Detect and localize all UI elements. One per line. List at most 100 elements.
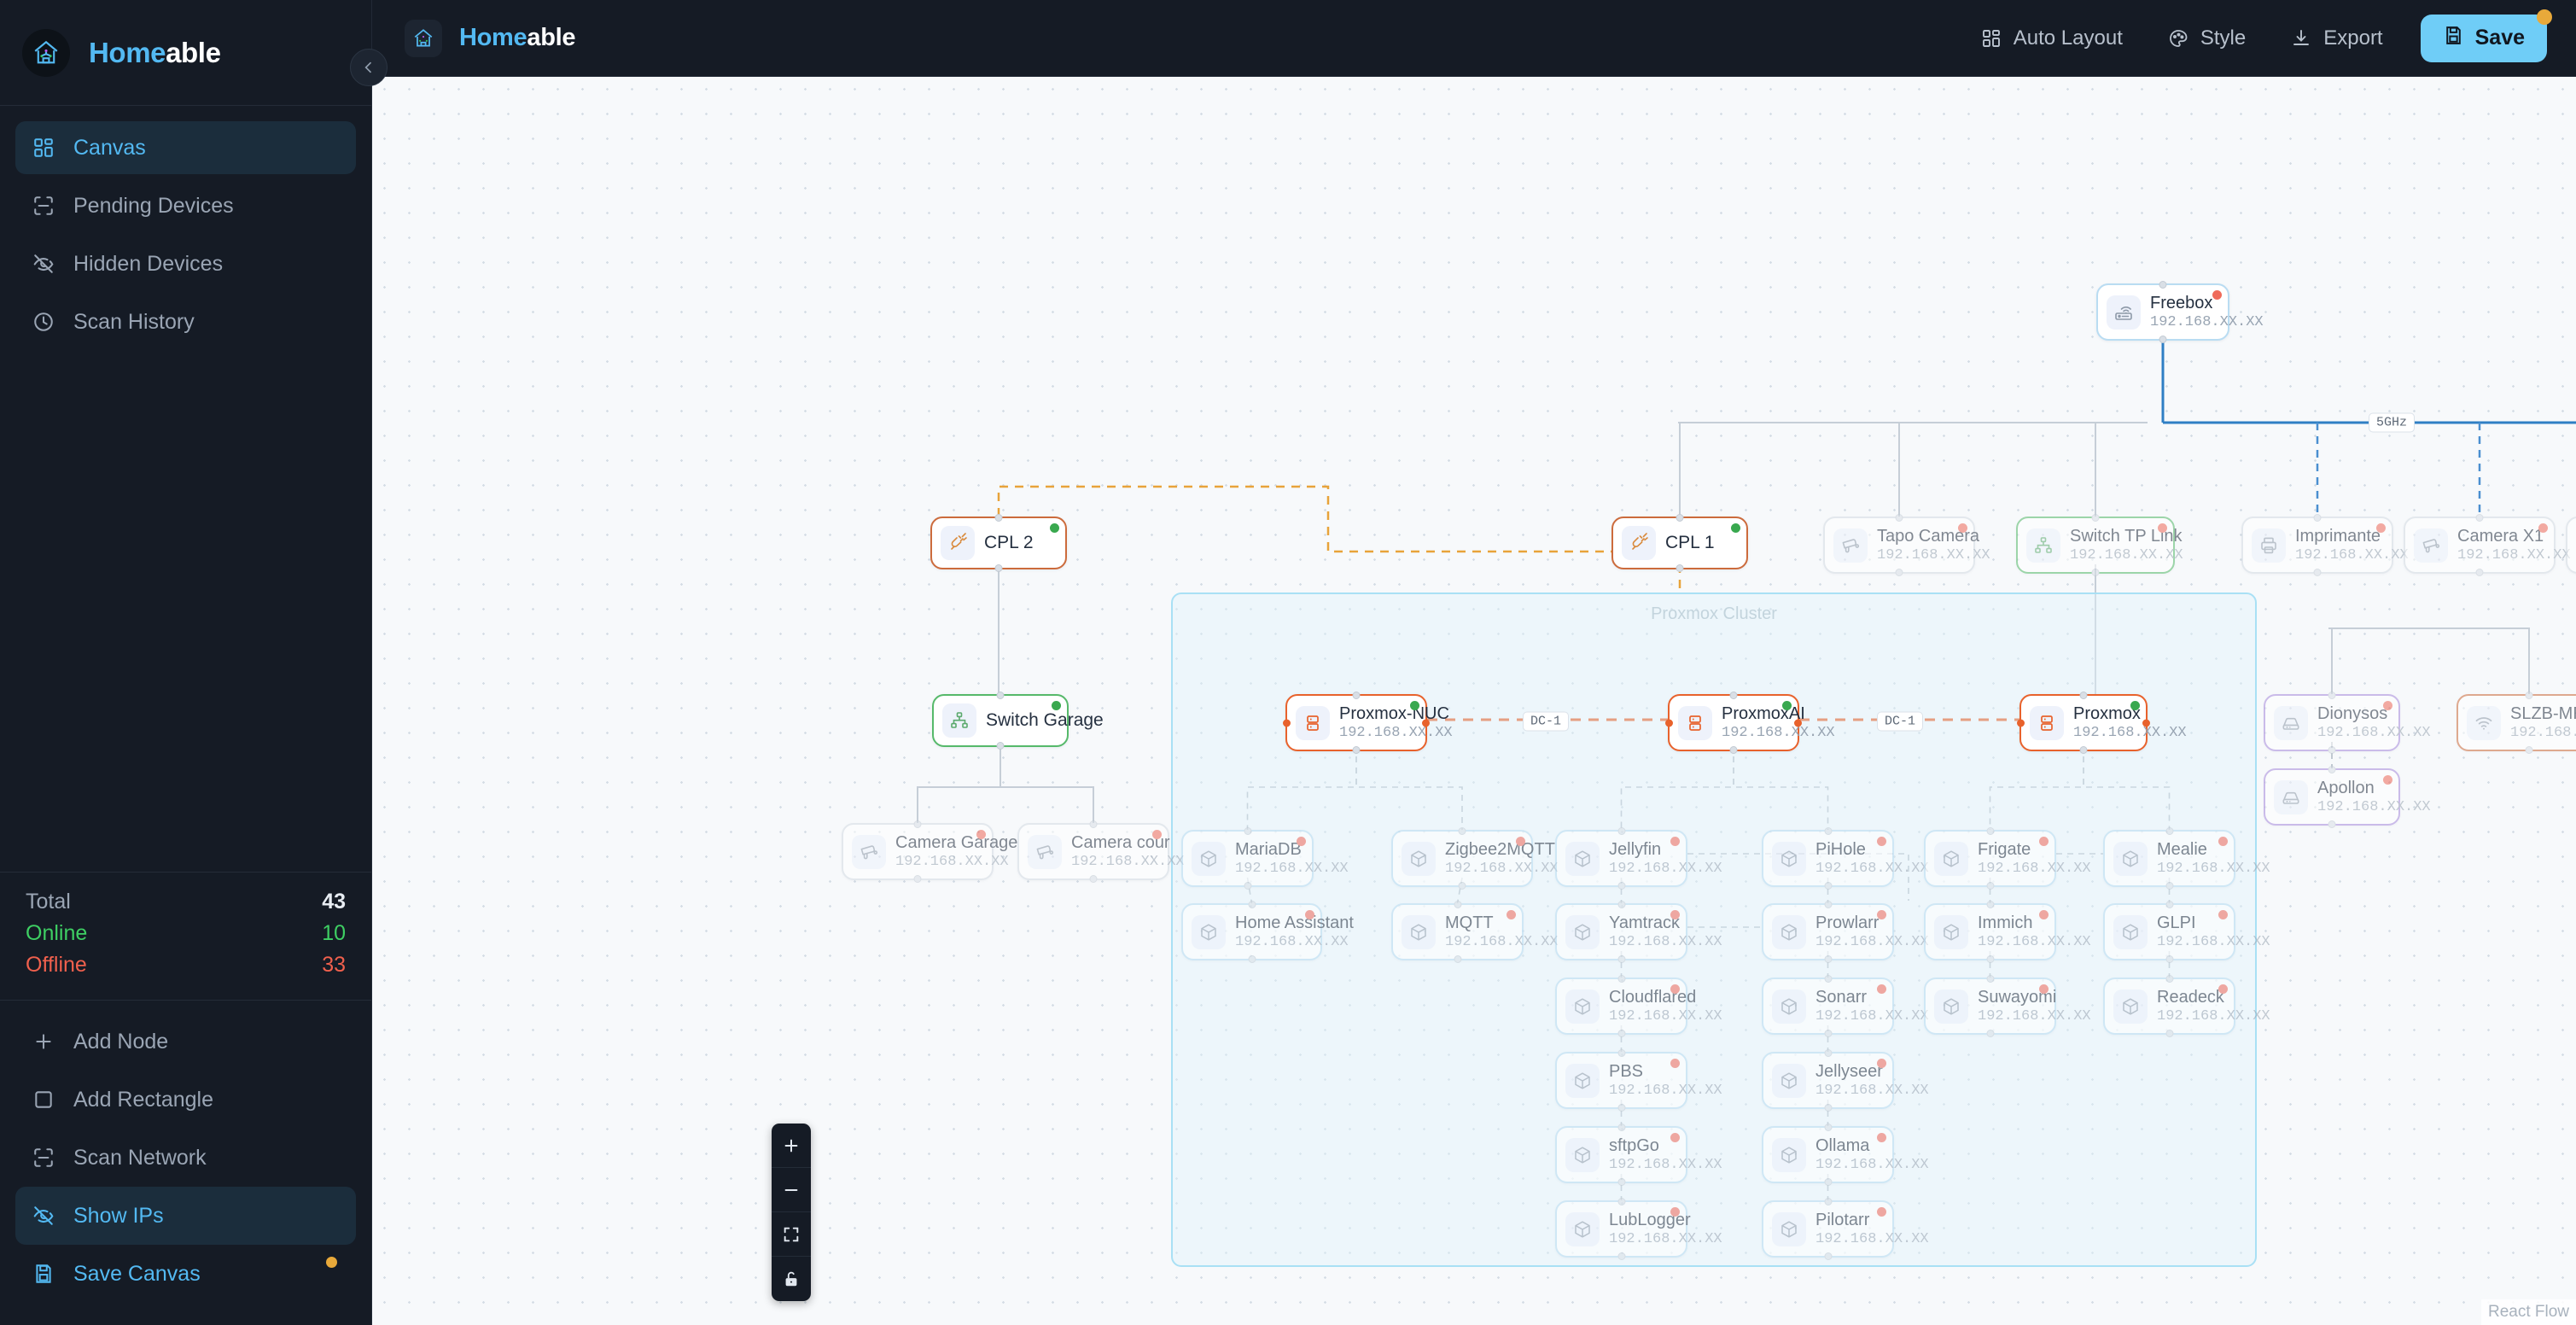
add-node-button[interactable]: Add Node bbox=[15, 1013, 356, 1071]
network-canvas[interactable]: Proxmox Cluster Freebox192.168.XX.XXCPL … bbox=[372, 77, 2576, 1325]
edge-label[interactable]: DC-1 bbox=[1877, 712, 1923, 732]
device-node[interactable]: MQTT192.168.XX.XX bbox=[1391, 903, 1524, 960]
connection-handle[interactable] bbox=[1824, 975, 1832, 983]
connection-handle[interactable] bbox=[1248, 901, 1256, 908]
toggle-interactivity-button[interactable] bbox=[772, 1257, 811, 1301]
connection-handle[interactable] bbox=[1617, 975, 1625, 983]
connection-handle[interactable] bbox=[1730, 692, 1738, 699]
device-node[interactable]: Proxmox-NUC192.168.XX.XX bbox=[1285, 694, 1427, 751]
connection-handle[interactable] bbox=[2017, 719, 2025, 727]
connection-handle[interactable] bbox=[1617, 1124, 1625, 1131]
connection-handle[interactable] bbox=[1422, 719, 1430, 727]
device-node[interactable]: Freebox192.168.XX.XX bbox=[2096, 283, 2229, 341]
zoom-in-button[interactable] bbox=[772, 1124, 811, 1168]
device-node[interactable]: Camera cour192.168.XX.XX bbox=[1017, 823, 1169, 880]
device-node[interactable]: PBS192.168.XX.XX bbox=[1555, 1052, 1687, 1109]
connection-handle[interactable] bbox=[1617, 955, 1625, 963]
connection-handle[interactable] bbox=[1244, 827, 1251, 835]
connection-handle[interactable] bbox=[2165, 901, 2173, 908]
device-node[interactable]: Cloudflared192.168.XX.XX bbox=[1555, 978, 1687, 1035]
connection-handle[interactable] bbox=[1353, 692, 1361, 699]
device-node[interactable]: ProxmoxAI192.168.XX.XX bbox=[1668, 694, 1799, 751]
connection-handle[interactable] bbox=[1986, 955, 1994, 963]
connection-handle[interactable] bbox=[2092, 514, 2100, 522]
zoom-out-button[interactable] bbox=[772, 1168, 811, 1212]
device-node[interactable]: Switch Garage bbox=[932, 694, 1069, 747]
device-node[interactable]: Suwayomi192.168.XX.XX bbox=[1924, 978, 2056, 1035]
connection-handle[interactable] bbox=[1986, 901, 1994, 908]
connection-handle[interactable] bbox=[1896, 569, 1903, 576]
connection-handle[interactable] bbox=[997, 742, 1005, 750]
connection-handle[interactable] bbox=[2159, 336, 2167, 343]
connection-handle[interactable] bbox=[2328, 820, 2336, 828]
connection-handle[interactable] bbox=[1617, 901, 1625, 908]
edge-label[interactable]: DC-1 bbox=[1523, 712, 1569, 732]
connection-handle[interactable] bbox=[1459, 827, 1466, 835]
connection-handle[interactable] bbox=[1617, 827, 1625, 835]
device-node[interactable]: Immich192.168.XX.XX bbox=[1924, 903, 2056, 960]
connection-handle[interactable] bbox=[2092, 569, 2100, 576]
connection-handle[interactable] bbox=[2165, 975, 2173, 983]
connection-handle[interactable] bbox=[1353, 746, 1361, 754]
sidebar-item-hidden-devices[interactable]: Hidden Devices bbox=[15, 237, 356, 290]
connection-handle[interactable] bbox=[2526, 692, 2533, 699]
add-rectangle-button[interactable]: Add Rectangle bbox=[15, 1071, 356, 1129]
connection-handle[interactable] bbox=[1824, 1124, 1832, 1131]
connection-handle[interactable] bbox=[1824, 1178, 1832, 1186]
sidebar-item-pending-devices[interactable]: Pending Devices bbox=[15, 179, 356, 232]
connection-handle[interactable] bbox=[1617, 1178, 1625, 1186]
react-flow-attribution[interactable]: React Flow bbox=[2481, 1299, 2576, 1325]
connection-handle[interactable] bbox=[2080, 746, 2088, 754]
device-node[interactable]: SLZB-MR1 ZB192.168.XX.XX bbox=[2457, 694, 2576, 751]
device-node[interactable]: CPL 2 bbox=[930, 517, 1067, 569]
device-node[interactable]: Switch TP Link192.168.XX.XX bbox=[2016, 517, 2175, 574]
device-node[interactable]: Proxmox192.168.XX.XX bbox=[2019, 694, 2148, 751]
device-node[interactable]: PiHole192.168.XX.XX bbox=[1762, 830, 1894, 887]
scan-network-button[interactable]: Scan Network bbox=[15, 1129, 356, 1187]
save-button[interactable]: Save bbox=[2421, 15, 2547, 62]
device-node[interactable]: LubLogger192.168.XX.XX bbox=[1555, 1200, 1687, 1258]
device-node[interactable]: Zigbee2MQTT192.168.XX.XX bbox=[1391, 830, 1533, 887]
connection-handle[interactable] bbox=[2476, 569, 2484, 576]
connection-handle[interactable] bbox=[1090, 820, 1098, 828]
connection-handle[interactable] bbox=[1986, 1030, 1994, 1037]
connection-handle[interactable] bbox=[1730, 746, 1738, 754]
device-node[interactable]: CPL 1 bbox=[1611, 517, 1748, 569]
connection-handle[interactable] bbox=[1090, 875, 1098, 883]
device-node[interactable]: sftpGo192.168.XX.XX bbox=[1555, 1126, 1687, 1183]
connection-handle[interactable] bbox=[2165, 882, 2173, 890]
connection-handle[interactable] bbox=[2165, 827, 2173, 835]
device-node[interactable]: Dionysos192.168.XX.XX bbox=[2264, 694, 2400, 751]
device-node[interactable]: Jellyfin192.168.XX.XX bbox=[1555, 830, 1687, 887]
edge-label[interactable]: 5GHz bbox=[2369, 413, 2415, 433]
connection-handle[interactable] bbox=[2476, 514, 2484, 522]
connection-handle[interactable] bbox=[914, 875, 922, 883]
connection-handle[interactable] bbox=[1824, 827, 1832, 835]
device-node[interactable]: Camera X2192.168.XX.XX bbox=[2566, 517, 2576, 574]
connection-handle[interactable] bbox=[1283, 719, 1291, 727]
connection-handle[interactable] bbox=[2328, 692, 2336, 699]
connection-handle[interactable] bbox=[2328, 766, 2336, 773]
device-node[interactable]: Pilotarr192.168.XX.XX bbox=[1762, 1200, 1894, 1258]
sidebar-collapse-button[interactable] bbox=[350, 49, 388, 86]
connection-handle[interactable] bbox=[2165, 955, 2173, 963]
save-canvas-button[interactable]: Save Canvas bbox=[15, 1245, 356, 1303]
device-node[interactable]: Tapo Camera192.168.XX.XX bbox=[1823, 517, 1975, 574]
device-node[interactable]: Mealie192.168.XX.XX bbox=[2103, 830, 2235, 887]
connection-handle[interactable] bbox=[1986, 975, 1994, 983]
device-node[interactable]: Camera X1192.168.XX.XX bbox=[2404, 517, 2556, 574]
device-node[interactable]: GLPI192.168.XX.XX bbox=[2103, 903, 2235, 960]
connection-handle[interactable] bbox=[1617, 1049, 1625, 1057]
connection-handle[interactable] bbox=[1896, 514, 1903, 522]
device-node[interactable]: MariaDB192.168.XX.XX bbox=[1181, 830, 1314, 887]
connection-handle[interactable] bbox=[1824, 901, 1832, 908]
connection-handle[interactable] bbox=[1676, 564, 1684, 572]
connection-handle[interactable] bbox=[1454, 901, 1461, 908]
device-node[interactable]: Sonarr192.168.XX.XX bbox=[1762, 978, 1894, 1035]
connection-handle[interactable] bbox=[1824, 882, 1832, 890]
connection-handle[interactable] bbox=[1617, 1198, 1625, 1205]
connection-handle[interactable] bbox=[1459, 882, 1466, 890]
export-button[interactable]: Export bbox=[2273, 16, 2399, 61]
connection-handle[interactable] bbox=[2328, 746, 2336, 754]
connection-handle[interactable] bbox=[1986, 827, 1994, 835]
